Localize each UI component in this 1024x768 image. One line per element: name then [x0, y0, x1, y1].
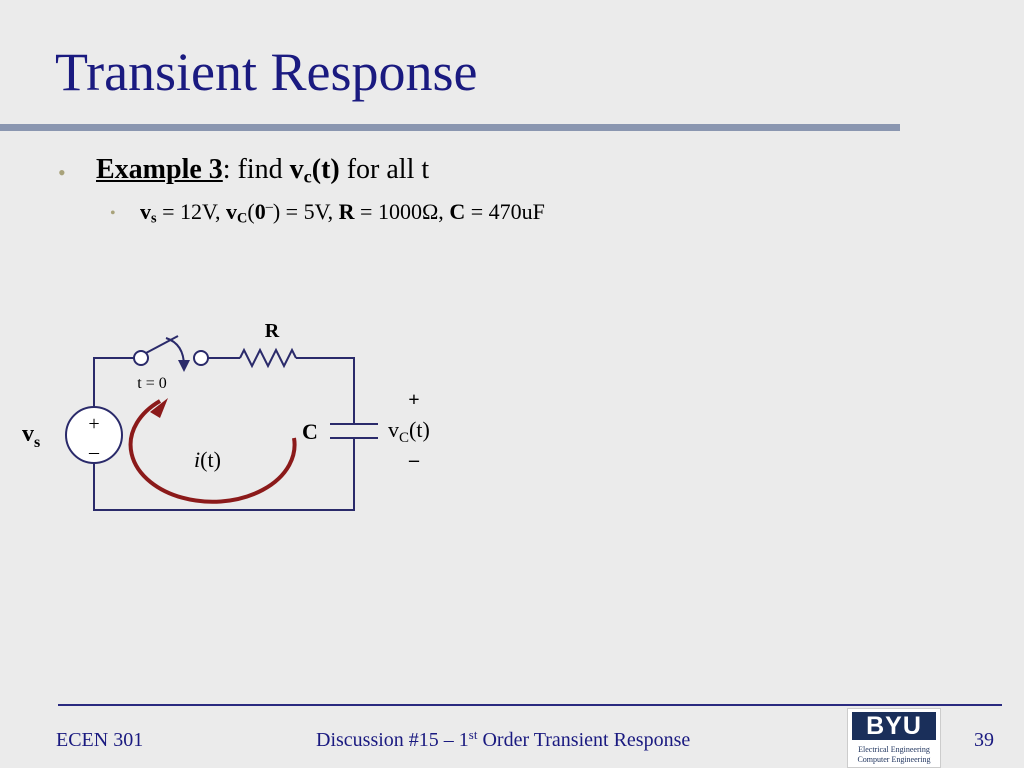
- vc0-open: (: [247, 199, 255, 224]
- vout-plus-sign: +: [408, 389, 419, 411]
- capacitor-symbol: [330, 423, 378, 439]
- vs-value: = 12V,: [156, 199, 227, 224]
- circuit-wires: [93, 357, 355, 511]
- vc0-sup: –: [265, 199, 273, 216]
- bullet-example-text: Example 3: find vc(t) for all t: [96, 154, 430, 187]
- sub-bullet-marker: •: [110, 205, 116, 222]
- vc-subscript: c: [303, 166, 312, 187]
- title-divider: [0, 124, 900, 131]
- byu-logo-mark: BYU: [852, 712, 936, 740]
- c-value: = 470uF: [465, 199, 545, 224]
- current-label: i(t): [194, 447, 221, 472]
- for-all-text: for all t: [339, 154, 430, 185]
- logo-line-ee: Electrical Engineering: [858, 745, 930, 754]
- vc0-symbol: v: [226, 199, 238, 224]
- current-arrowhead-icon: [150, 398, 168, 418]
- vout-label: vC(t): [388, 417, 430, 446]
- logo-line-ce: Computer Engineering: [857, 755, 931, 764]
- voltage-source-symbol: [65, 406, 123, 464]
- r-symbol: R: [338, 199, 355, 224]
- byu-logo: BYU Electrical Engineering Computer Engi…: [847, 708, 941, 768]
- wire-left-top: [93, 357, 134, 410]
- vc-arg: (t): [311, 154, 340, 185]
- switch-time-label: t = 0: [137, 375, 166, 392]
- find-text: : find: [222, 154, 290, 185]
- rc-circuit-diagram: R t = 0 + – vs C + vC(t) – i(t): [22, 320, 430, 511]
- vs-symbol: v: [140, 199, 151, 224]
- source-minus-sign: –: [88, 441, 100, 463]
- current-loop-arrow: [128, 399, 297, 504]
- footer-divider: [58, 704, 1002, 706]
- wire-right-top: [296, 357, 355, 424]
- source-plus-sign: +: [88, 413, 99, 435]
- footer-topic-post: Order Transient Response: [477, 729, 691, 751]
- vc0-value: ) = 5V,: [272, 199, 339, 224]
- r-value: = 1000Ω,: [354, 199, 450, 224]
- r-label: R: [265, 320, 280, 342]
- wire-bottom: [93, 438, 355, 511]
- footer-topic: Discussion #15 – 1st Order Transient Res…: [316, 726, 691, 752]
- vs-label: vs: [22, 421, 40, 451]
- switch-symbol: [133, 335, 209, 372]
- footer-course: ECEN 301: [56, 729, 144, 751]
- page-number: 39: [974, 729, 994, 751]
- vs-subscript: s: [151, 210, 157, 227]
- c-symbol: C: [449, 199, 466, 224]
- c-label: C: [302, 419, 318, 444]
- example-label: Example 3: [96, 154, 223, 185]
- vc-symbol: v: [289, 154, 304, 185]
- switch-close-arrow-icon: [165, 337, 190, 372]
- footer-topic-pre: Discussion #15 – 1: [316, 729, 469, 751]
- parameters-text: vs = 12V, vC(0–) = 5V, R = 1000Ω, C = 47…: [140, 199, 545, 227]
- vout-minus-sign: –: [408, 449, 420, 471]
- vc0-zero: 0: [254, 199, 266, 224]
- slide-title: Transient Response: [55, 42, 478, 102]
- footer-topic-sup: st: [468, 726, 478, 742]
- vc0-subscript: C: [237, 210, 248, 227]
- bullet-marker: •: [58, 160, 66, 185]
- resistor-symbol: [239, 347, 297, 369]
